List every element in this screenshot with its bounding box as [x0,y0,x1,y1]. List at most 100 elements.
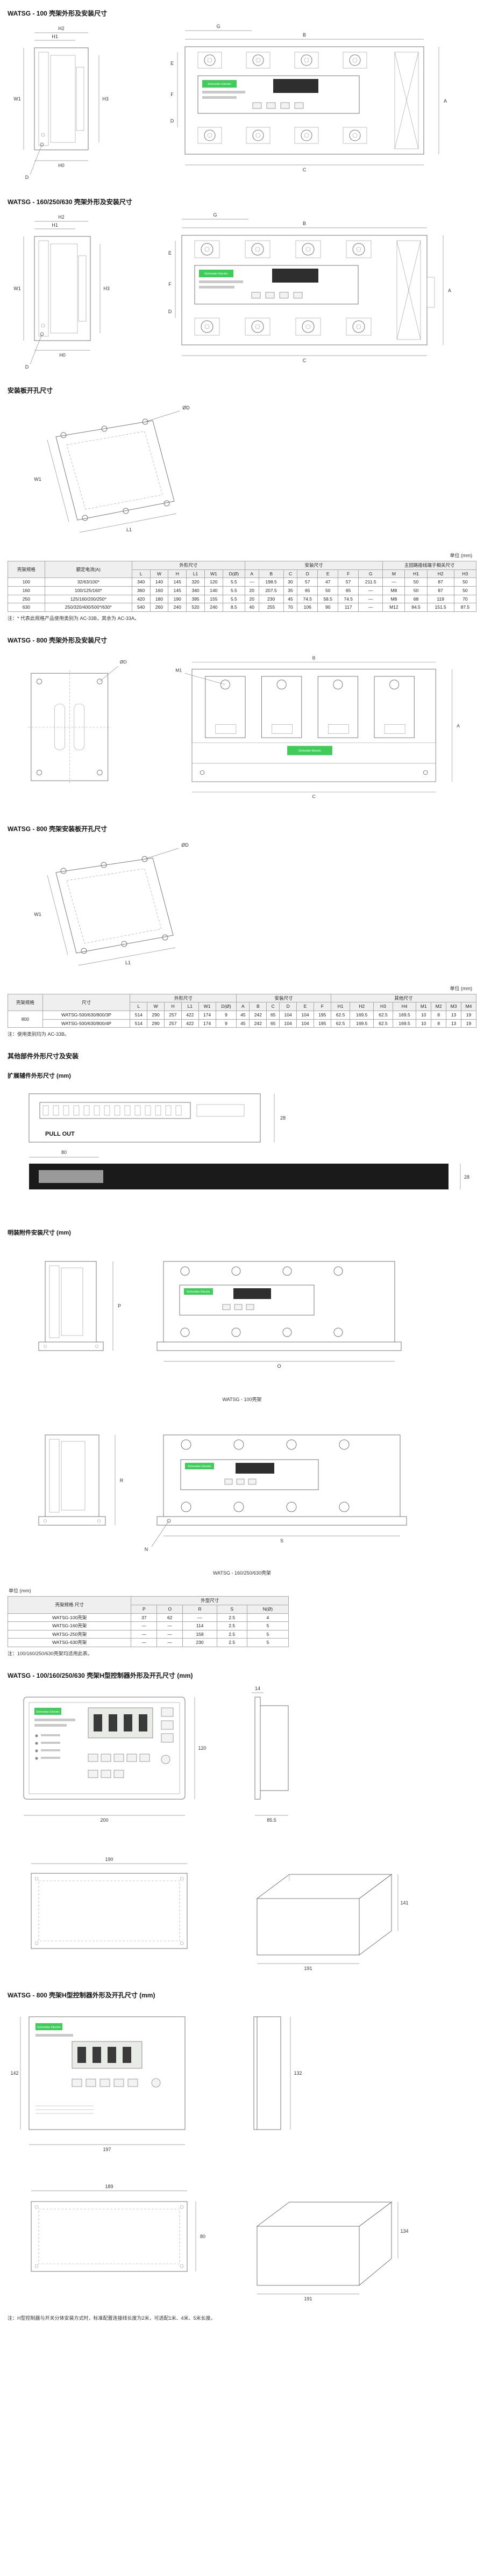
table-cell: 70 [453,594,477,604]
section-title-controller-800: WATSG - 800 壳架H型控制器外形及开孔尺寸 (mm) [8,1991,155,1999]
controller-front-drawing: Schneider Electric 142 197 [10,2016,186,2152]
table-cell: 87 [426,586,454,595]
dim-label-b: B [303,32,306,38]
dim-label-h3: H3 [103,286,110,291]
table-cell: 74.5 [338,594,359,604]
watsg800-figures: ØD B Schneider Electric M1 A [8,649,476,810]
table-cell: 169.5 [392,1011,417,1020]
table-header-cell: P [131,1604,158,1614]
dim-label-197: 197 [103,2147,111,2152]
unit-label: 单位 (mm) [9,1588,31,1594]
table-cell: 125/160/200/250* [44,594,132,604]
table-header-cell: H2 [426,569,454,579]
table-cell: 13 [446,1019,461,1028]
table-cell: 45 [236,1011,250,1020]
table-cell: 5 [246,1621,289,1630]
table-cell: 630 [8,603,45,612]
table-cell: 145 [168,586,187,595]
controller-side-drawing: 132 [253,2016,302,2130]
unit-label: 单位 (mm) [450,553,473,558]
watsg100-side-view-figure: H2 H1 W1 H3 H0 D [13,26,109,180]
table-cell: — [156,1638,183,1647]
table-cell: 62.5 [373,1019,393,1028]
table-cell: 360 [131,586,151,595]
table-header-cell: A [245,569,259,579]
controller-100-front-side: Schneider Electric 200 120 [8,1684,476,1840]
dim-label-p: P [118,1303,121,1309]
surface-mount-160-figure: R Schneider Electric N S [38,1434,407,1552]
table-cell: 114 [182,1621,217,1630]
table-header-cell: 外型尺寸 [131,1596,289,1605]
table-cell: 13 [446,1011,461,1020]
table-cell: 514 [130,1019,148,1028]
dim-label-w1: W1 [13,96,21,102]
table-header-cell: L [130,1002,148,1011]
front-view-drawing: B Schneider Electric M1 A C [175,655,460,799]
controller-100-cutout-figure: 190 [31,1857,188,1949]
table-cell: 50 [404,578,428,587]
table-cell: 50 [317,586,339,595]
table-cell: 117 [338,603,359,612]
table-header-cell: L1 [181,1002,199,1011]
surface-mount-100-figure: P Schneider Electric O [38,1261,402,1369]
table-header-cell: E [317,569,339,579]
brand-logo-text: Schneider Electric [188,1465,212,1468]
dim-label-h2: H2 [58,214,65,220]
table-cell: 4 [246,1613,289,1622]
table-header-cell: M2 [431,1002,447,1011]
table-cell: 2.5 [216,1621,247,1630]
controller-100-front-figure: Schneider Electric 200 120 [23,1697,207,1823]
table-cell: 290 [147,1019,165,1028]
dim-label-w1: W1 [13,286,21,291]
dim-label-141: 141 [400,1900,408,1906]
table-header-cell: 主回路接线端子相关尺寸 [382,561,476,570]
table-cell: 50 [404,586,428,595]
table-cell: 140 [204,586,223,595]
side-view-drawing: H2 H1 W1 H3 H0 D [13,26,109,180]
dim-label-h0: H0 [59,352,66,358]
controller-box-drawing: 134 191 [256,2202,409,2301]
table-cell: 422 [181,1019,199,1028]
table-header-cell: D [297,569,318,579]
controller-800-front-figure: Schneider Electric 142 197 [10,2016,186,2152]
table-header-cell: H1 [330,1002,351,1011]
table-header-cell: L1 [186,569,205,579]
controller-100-box-figure: 141 191 [256,1874,409,1971]
extension-accessory-figure: PULL OUT 28 80 28 [29,1093,469,1190]
dim-label-e: E [170,61,174,66]
dim-label-134: 134 [400,2228,408,2234]
dim-label-f: F [168,282,172,287]
table-cell: 58.5 [317,594,339,604]
page-note-controller: 注：H型控制器与开关分体安装方式时，标准配置连接线长度为2米，可选配1米、4米、… [8,2315,216,2321]
table-cell: 2.5 [216,1613,247,1622]
section-title-plate: 安装板开孔尺寸 [8,387,53,394]
extension-drawing: PULL OUT 28 80 28 [29,1093,469,1190]
table-cell: 257 [164,1019,182,1028]
table-header-cell: 壳架规格 尺寸 [7,1596,132,1614]
watsg160-side-view-figure: H2 H1 W1 H3 H0 D [13,214,110,370]
brand-logo-text: Schneider Electric [187,1290,211,1294]
table-header-cell: F [338,569,359,579]
table-header-cell: H2 [350,1002,374,1011]
table-cell: 104 [279,1011,297,1020]
table-cell: — [245,578,259,587]
table-header-cell: 尺寸 [42,993,131,1012]
table-cell: 230 [258,594,284,604]
table-cell: M8 [382,586,405,595]
table-cell: — [156,1621,183,1630]
section-title-watsg800: WATSG - 800 壳架外形及安装尺寸 [8,636,108,644]
table-cell: 62.5 [330,1019,351,1028]
table-header-cell: 外形尺寸 [131,561,246,570]
table-cell: 87.5 [453,603,477,612]
table-cell: 19 [460,1019,477,1028]
table-cell: 40 [245,603,259,612]
front-view-drawing: G B Schneider Electric [168,212,451,363]
dim-label-h0: H0 [58,163,65,168]
dim-label-h3: H3 [102,96,109,102]
table-cell: 62 [156,1613,183,1622]
table-header-cell: M3 [446,1002,461,1011]
section-title-watsg100: WATSG - 100 壳架外形及安装尺寸 [8,10,108,17]
table-cell: 5 [246,1629,289,1639]
